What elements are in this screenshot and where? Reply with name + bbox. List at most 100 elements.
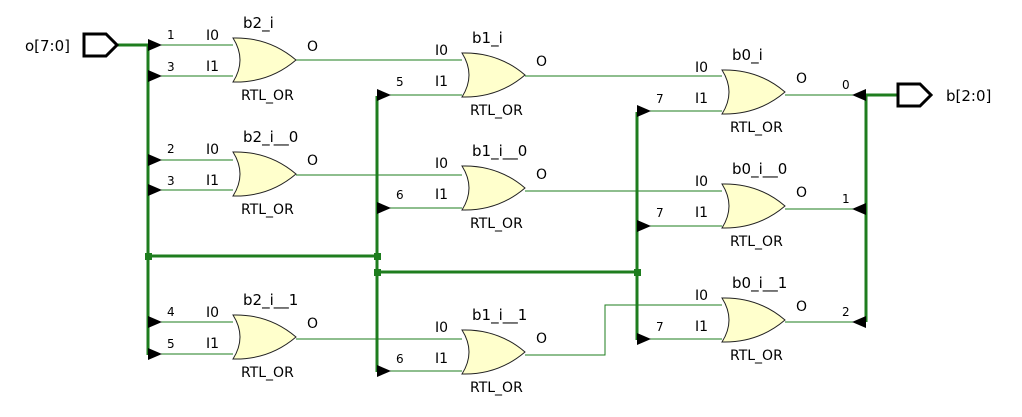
output-bit-labels: 0 1 2 (842, 78, 850, 319)
or-gate-icon (461, 52, 526, 98)
gate-instance-label: b1_i__0 (472, 142, 527, 161)
pin-label-o: O (796, 71, 807, 87)
pin-arrow-icon (377, 89, 391, 101)
pin-label-o: O (796, 299, 807, 315)
input-port[interactable]: o[7:0] (25, 32, 120, 58)
pin-markers (148, 39, 866, 377)
pin-arrow-icon (637, 105, 651, 117)
pin-label-i1: I1 (695, 91, 708, 107)
gate-instance-label: b0_i__1 (732, 274, 787, 293)
gate-type-label: RTL_OR (241, 365, 294, 381)
pin-arrow-icon (148, 154, 162, 166)
bus-bit-label: 7 (656, 206, 664, 220)
gate-instance-label: b1_i__1 (472, 306, 527, 325)
gate-type-label: RTL_OR (730, 348, 783, 364)
input-port-label: o[7:0] (25, 37, 70, 55)
gate-type-label: RTL_OR (470, 380, 523, 396)
junction-dot (145, 253, 152, 260)
pin-label-i1: I1 (206, 173, 219, 189)
junction-dot (374, 253, 381, 260)
pin-arrow-icon (377, 202, 391, 214)
pin-label-i1: I1 (695, 205, 708, 221)
pin-arrow-icon (148, 316, 162, 328)
gate-instance-label: b2_i__1 (243, 291, 298, 310)
bus-bit-label: 5 (396, 75, 404, 89)
pin-label-i1: I1 (206, 336, 219, 352)
gate-instance-label: b2_i (243, 14, 274, 33)
pin-label-o: O (536, 54, 547, 70)
junction-dot (374, 269, 381, 276)
gate-type-label: RTL_OR (730, 120, 783, 136)
junction-dot (634, 269, 641, 276)
pin-label-i1: I1 (435, 74, 448, 90)
gate-type-label: RTL_OR (241, 88, 294, 104)
gate-type-label: RTL_OR (730, 234, 783, 250)
or-gate-icon (721, 183, 786, 229)
pin-arrow-icon (377, 365, 391, 377)
output-bit-label: 2 (842, 305, 850, 319)
pin-label-i0: I0 (435, 320, 448, 336)
signal-wires (148, 44, 866, 372)
gate-instance-label: b0_i__0 (732, 160, 787, 179)
pin-label-o: O (307, 153, 318, 169)
pin-label-i0: I0 (435, 156, 448, 172)
bus-bit-label: 6 (396, 188, 404, 202)
pin-arrow-icon (637, 220, 651, 232)
output-port-icon (896, 82, 934, 108)
output-port[interactable]: b[2:0] (896, 82, 991, 108)
pin-label-o: O (307, 316, 318, 332)
output-bit-label: 1 (842, 192, 850, 206)
pin-arrow-icon (637, 333, 651, 345)
pin-label-o: O (796, 185, 807, 201)
output-bit-label: 0 (842, 78, 850, 92)
gate-type-label: RTL_OR (241, 202, 294, 218)
bus-bit-label: 4 (167, 305, 175, 319)
pin-arrow-icon (148, 70, 162, 82)
pin-arrow-icon (852, 316, 866, 328)
bus-bit-label: 1 (167, 28, 175, 42)
pin-label-i1: I1 (435, 187, 448, 203)
pin-arrow-icon (148, 39, 162, 51)
gate-instance-label: b1_i (472, 29, 503, 48)
wire[interactable] (525, 304, 722, 356)
bus-bit-label: 7 (656, 92, 664, 106)
pin-label-i0: I0 (435, 43, 448, 59)
or-gate-icon (232, 151, 297, 197)
pin-label-i0: I0 (206, 28, 219, 44)
or-gate-icon (232, 37, 297, 83)
or-gate-icon (721, 297, 786, 343)
gates: b2_iRTL_ORI0I1O13b2_i__0RTL_ORI0I1O23b2_… (167, 14, 807, 396)
pin-label-i1: I1 (695, 319, 708, 335)
pin-label-i1: I1 (206, 59, 219, 75)
gate-instance-label: b0_i (732, 46, 763, 65)
bus-bit-label: 7 (656, 320, 664, 334)
pin-label-i0: I0 (695, 60, 708, 76)
pin-label-i0: I0 (695, 174, 708, 190)
bus-bit-label: 5 (167, 337, 175, 351)
pin-arrow-icon (852, 203, 866, 215)
pin-label-o: O (536, 167, 547, 183)
pin-arrow-icon (852, 89, 866, 101)
pin-label-i0: I0 (695, 288, 708, 304)
or-gate-icon (461, 329, 526, 375)
output-port-label: b[2:0] (946, 87, 991, 105)
gate-type-label: RTL_OR (470, 103, 523, 119)
bus-bit-label: 3 (167, 60, 175, 74)
pin-label-i1: I1 (435, 351, 448, 367)
gate-instance-label: b2_i__0 (243, 128, 298, 147)
pin-label-i0: I0 (206, 142, 219, 158)
bus-bit-label: 3 (167, 174, 175, 188)
bus-bit-label: 2 (167, 142, 175, 156)
or-gate-icon (721, 69, 786, 115)
or-gate-icon (232, 314, 297, 360)
